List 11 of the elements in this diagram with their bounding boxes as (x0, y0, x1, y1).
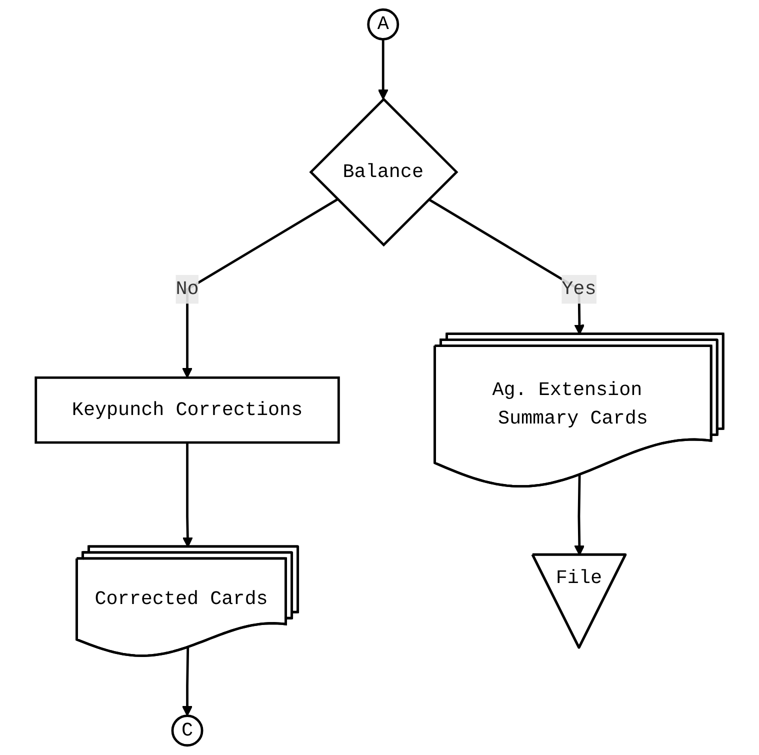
arrow (182, 442, 193, 548)
node-diamond: Balance (309, 98, 458, 247)
node-circle: C (171, 714, 204, 747)
edge-label: Yes (562, 278, 596, 300)
arrow (182, 648, 193, 716)
arrow (574, 475, 585, 556)
node-box: Keypunch Corrections (34, 376, 340, 444)
arrow (378, 39, 388, 100)
node-circle: A (367, 8, 400, 40)
edge-label: No (176, 278, 199, 300)
arrow (182, 198, 338, 378)
